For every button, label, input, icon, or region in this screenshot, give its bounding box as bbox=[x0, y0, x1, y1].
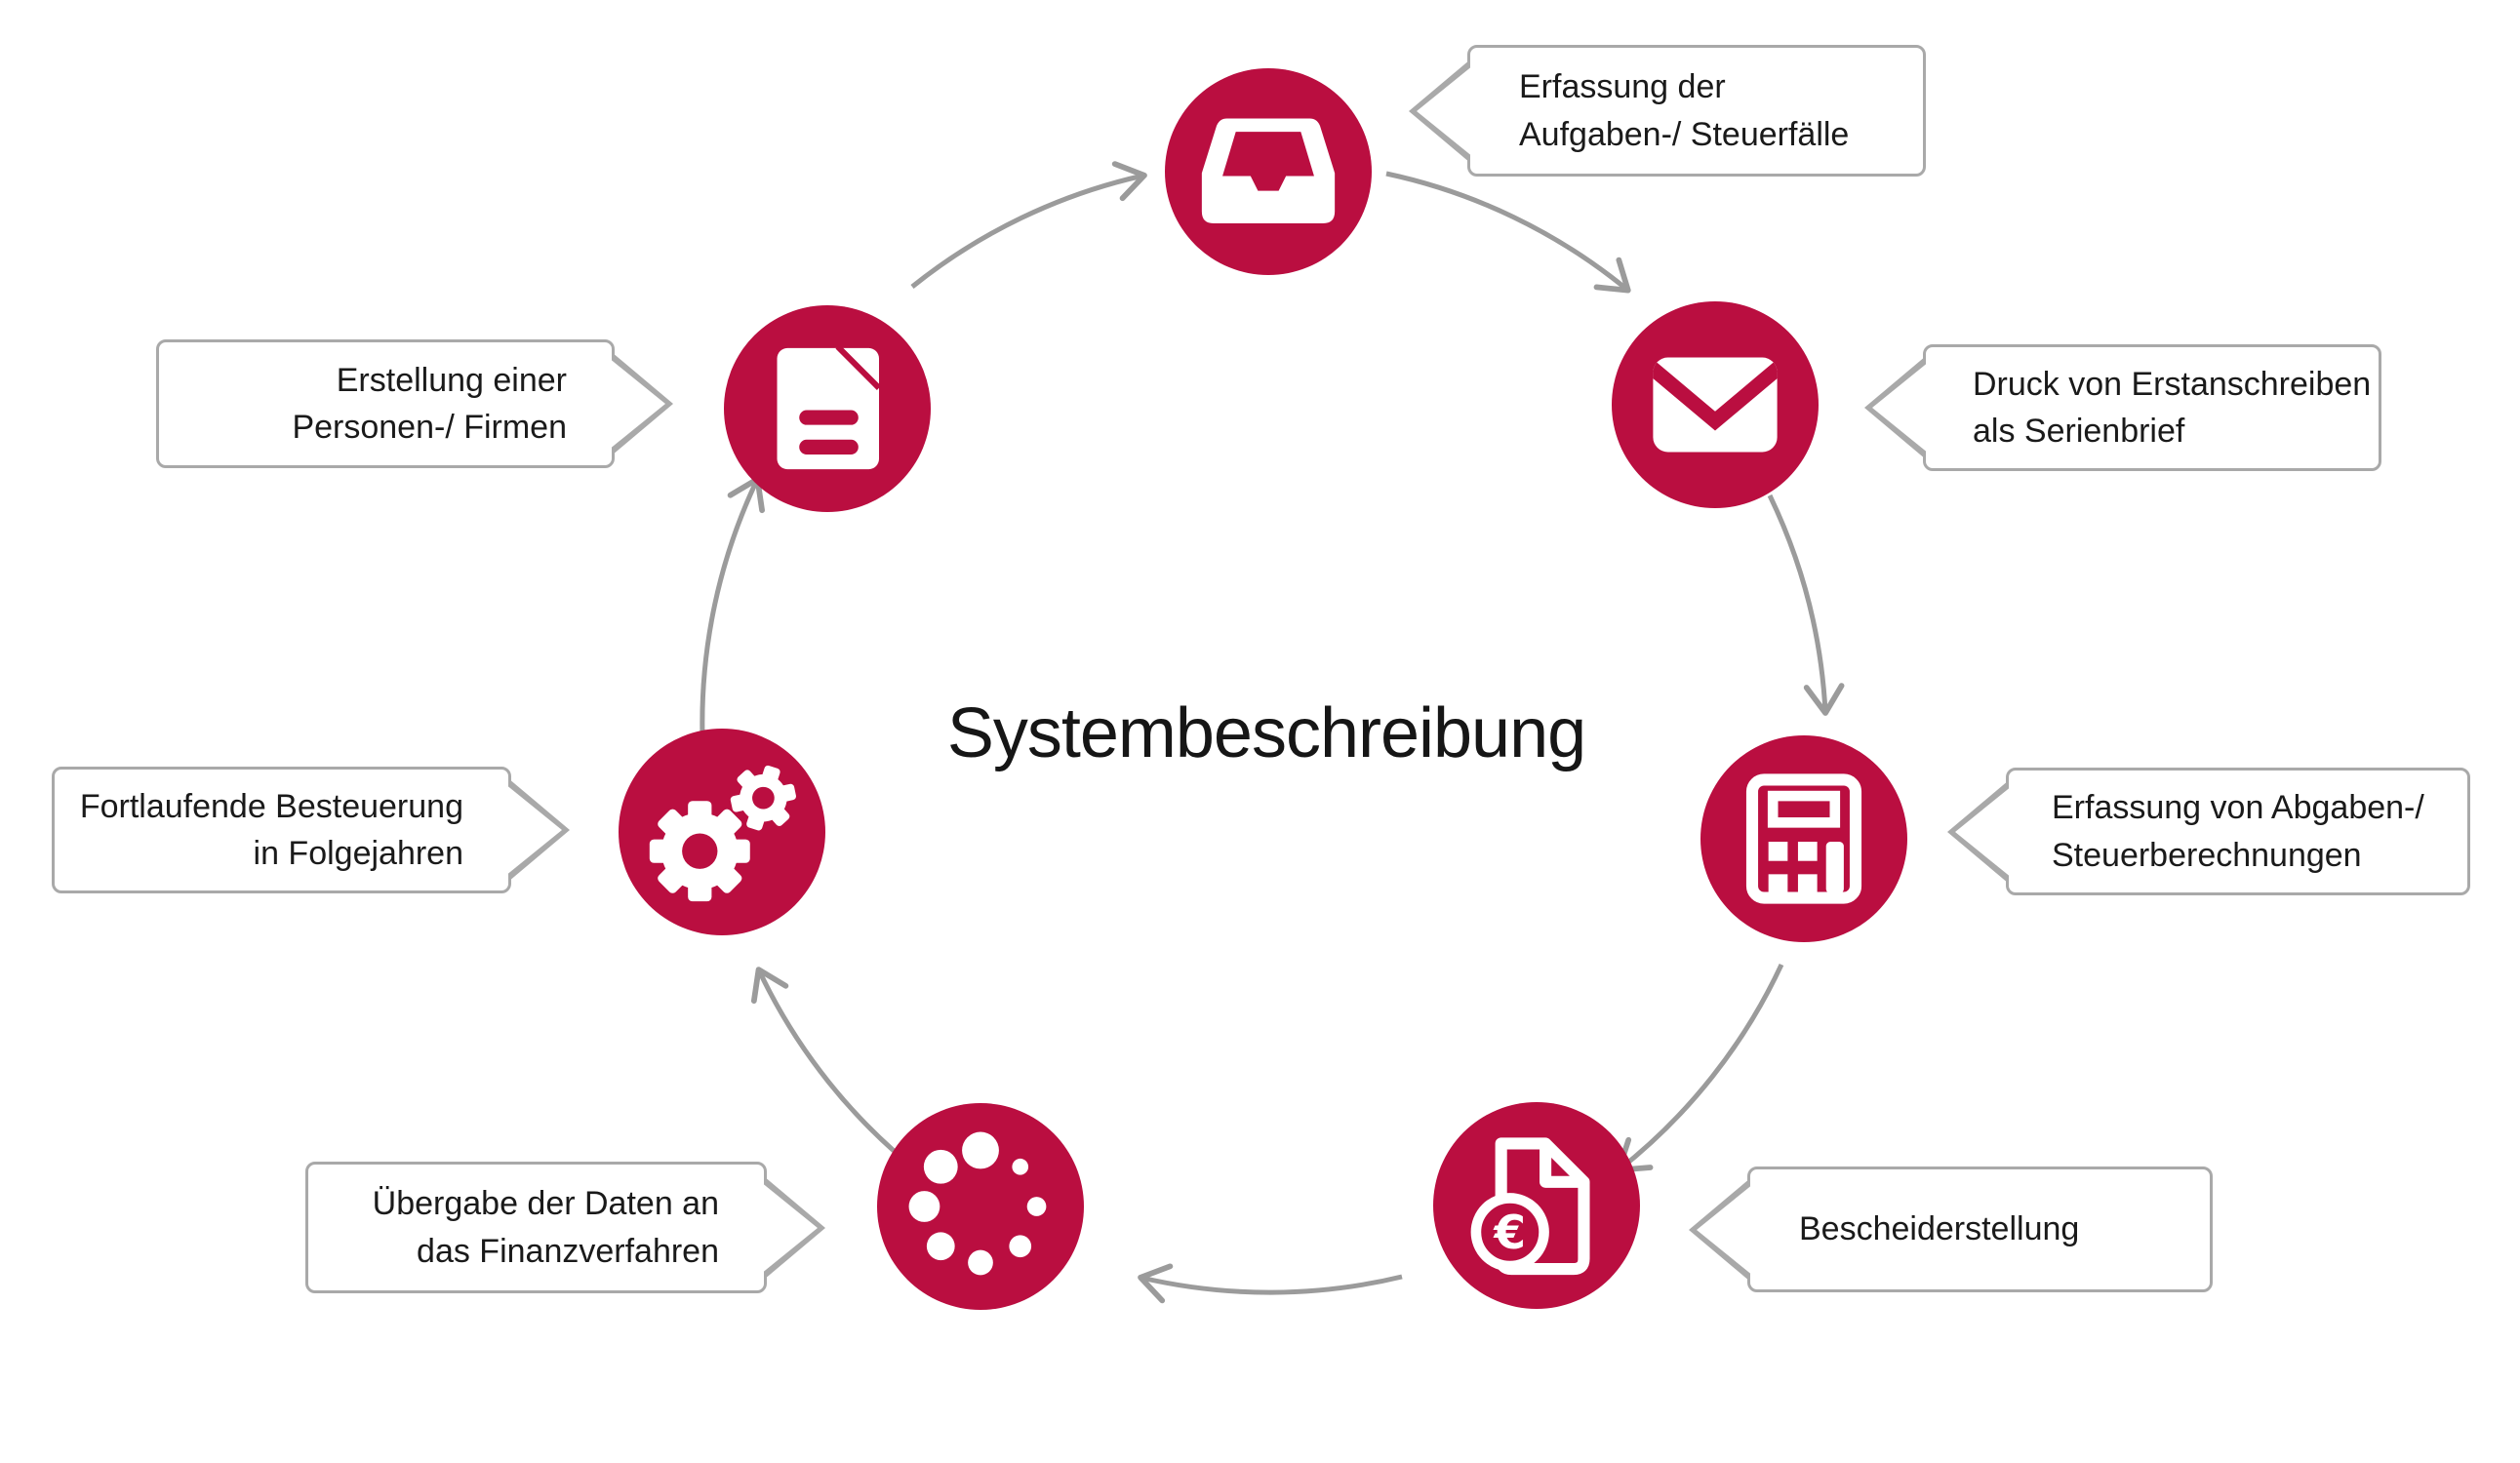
node-folgejahre bbox=[619, 729, 825, 935]
callout-label: Fortlaufende Besteuerung in Folgejahren bbox=[79, 787, 463, 872]
callout-label: Übergabe der Daten an das Finanzverfahre… bbox=[372, 1185, 719, 1270]
node-steuerberechnungen bbox=[1700, 735, 1907, 942]
invoice-euro-icon: € bbox=[1470, 1137, 1590, 1276]
callout-label: Erfassung der Aufgaben-/ Steuerfälle bbox=[1519, 68, 1850, 153]
callout-bescheid: Bescheiderstellung bbox=[1747, 1166, 2213, 1292]
node-bescheid: € bbox=[1433, 1102, 1640, 1309]
callout-steuerberechnungen: Erfassung von Abgaben-/ Steuerberechnung… bbox=[2006, 768, 2470, 895]
arrow-folgejahre-to-personen bbox=[700, 476, 765, 736]
arrow-steuerfaelle-to-serienbrief bbox=[1385, 171, 1631, 294]
arrow-steuerberechnungen-to-bescheid bbox=[1616, 963, 1784, 1173]
callout-label: Bescheiderstellung bbox=[1799, 1210, 2080, 1248]
envelope-icon bbox=[1653, 357, 1778, 453]
callout-folgejahre: Fortlaufende Besteuerung in Folgejahren bbox=[52, 767, 511, 893]
callout-label: Erfassung von Abgaben-/ Steuerberechnung… bbox=[2052, 789, 2424, 874]
arrow-bescheid-to-finanzverfahren bbox=[1138, 1263, 1403, 1304]
callout-finanzverfahren: Übergabe der Daten an das Finanzverfahre… bbox=[305, 1162, 767, 1293]
arrow-serienbrief-to-steuerberechnungen bbox=[1767, 494, 1845, 716]
inbox-tray-icon bbox=[1201, 118, 1336, 223]
callout-steuerfaelle: Erfassung der Aufgaben-/ Steuerfälle bbox=[1467, 45, 1926, 177]
dots-spinner-icon bbox=[908, 1131, 1047, 1276]
calculator-icon bbox=[1745, 773, 1862, 904]
diagram-title: Systembeschreibung bbox=[946, 694, 1586, 772]
document-icon bbox=[777, 344, 882, 470]
callout-label: Druck von Erstanschreiben als Serienbrie… bbox=[1973, 365, 2372, 450]
arrow-personen-to-steuerfaelle bbox=[910, 161, 1147, 289]
callout-personen-firmen: Erstellung einer Personen-/ Firmen bbox=[156, 339, 615, 468]
callout-serienbrief: Druck von Erstanschreiben als Serienbrie… bbox=[1923, 344, 2381, 471]
callout-label: Erstellung einer Personen-/ Firmen bbox=[292, 361, 567, 446]
node-personen-firmen bbox=[724, 305, 931, 512]
svg-text:€: € bbox=[1493, 1206, 1526, 1260]
node-serienbrief bbox=[1612, 301, 1819, 508]
gears-icon bbox=[649, 765, 797, 902]
node-finanzverfahren bbox=[877, 1103, 1084, 1310]
node-steuerfaelle bbox=[1165, 68, 1372, 275]
